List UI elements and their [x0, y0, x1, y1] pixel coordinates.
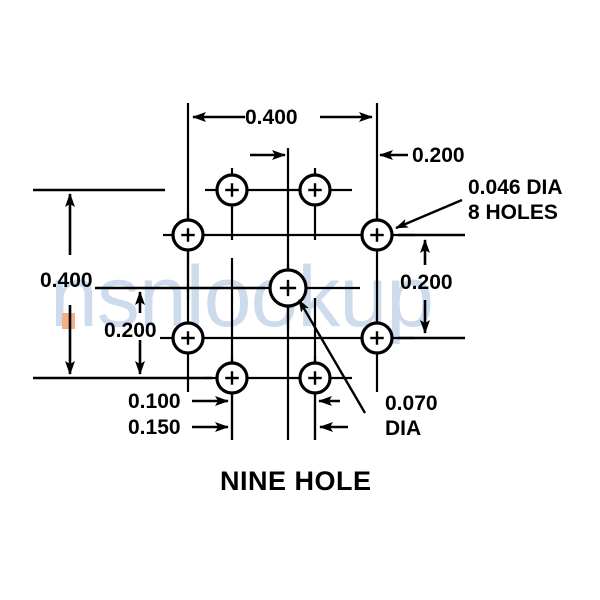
callout-046-dia-line2: 8 HOLES: [468, 201, 558, 224]
leader-046-dia: [395, 198, 463, 230]
dim-label-left-200: 0.200: [104, 319, 157, 342]
hole-top-right: [298, 173, 332, 207]
leader-070-dia: [297, 299, 367, 414]
hole-group: [171, 173, 394, 395]
hole-bottom-left: [215, 361, 249, 395]
hole-center: [268, 268, 308, 308]
callout-070-dia-line2: DIA: [385, 417, 422, 440]
dim-label-top-400: 0.400: [245, 106, 298, 129]
centerlines-horizontal: [160, 188, 414, 380]
dim-label-bottom-100: 0.100: [128, 390, 181, 413]
centerlines-vertical: [186, 168, 379, 440]
hole-upper-left: [171, 218, 205, 252]
hole-top-left: [215, 173, 249, 207]
callout-046-dia-line1: 0.046 DIA: [468, 176, 563, 199]
dim-label-right-200: 0.200: [400, 271, 453, 294]
hole-lower-left: [171, 321, 205, 355]
hole-upper-right: [360, 218, 394, 252]
callout-070-dia-line1: 0.070: [385, 392, 438, 415]
hole-lower-right: [360, 321, 394, 355]
leader-lines: [297, 198, 463, 414]
dim-label-bottom-150: 0.150: [128, 416, 181, 439]
dim-label-left-400: 0.400: [40, 269, 93, 292]
figure-title: NINE HOLE: [220, 466, 372, 496]
hole-bottom-right: [298, 361, 332, 395]
dim-label-top-right-200: 0.200: [412, 144, 465, 167]
